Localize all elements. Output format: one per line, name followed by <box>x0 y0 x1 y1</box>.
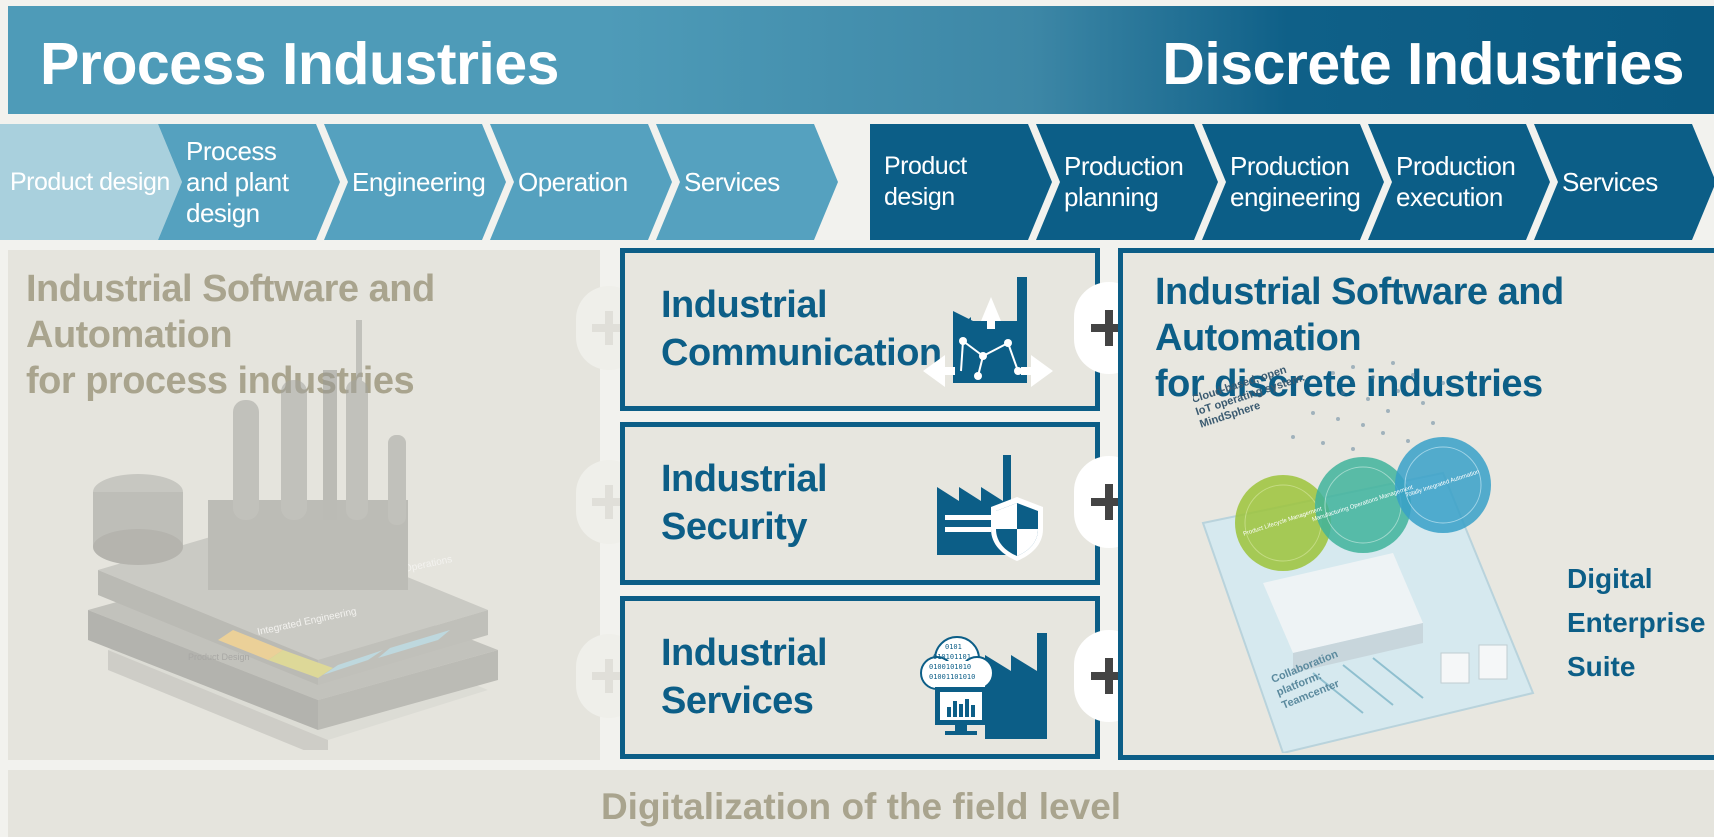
chevron-label: Product design <box>10 167 170 196</box>
label-line: Digital <box>1567 563 1653 594</box>
label-line: Enterprise <box>1567 607 1706 638</box>
chevron-label: Production execution <box>1396 151 1516 212</box>
industrial-security-title: Industrial Security <box>661 455 828 551</box>
chevron-process-product-design: Product design <box>0 124 196 240</box>
chevron-discrete-production-execution: Production execution <box>1368 124 1564 240</box>
chevron-discrete-services: Services <box>1534 124 1714 240</box>
chevron-label: Services <box>1562 166 1658 197</box>
industrial-communication-title: Industrial Communication <box>661 281 942 377</box>
industrial-services-box: Industrial Services 0101 010101101 0100101… <box>620 596 1100 759</box>
field-level-text: Digitalization of the field level <box>600 786 1122 827</box>
chevron-label: Product design <box>884 152 967 211</box>
chevron-process-services: Services <box>656 124 852 240</box>
industrial-security-box: Industrial Security <box>620 422 1100 585</box>
chevron-process-engineering: Engineering <box>324 124 520 240</box>
factory-shield-icon <box>937 455 1043 561</box>
industrial-communication-box: Industrial Communication <box>620 248 1100 411</box>
chevron-label: Process and plant design <box>186 135 289 228</box>
process-software-panel: Industrial Software and Automation for p… <box>8 250 600 760</box>
value-chain: Product design Process and plant design … <box>0 124 1714 240</box>
field-level-banner: Digitalization of the field level <box>8 770 1714 837</box>
cloud-factory-services-icon: 0101 010101101 0100101010 01001101010 <box>920 633 1047 739</box>
industrial-services-title: Industrial Services <box>661 629 828 725</box>
chevron-label: Production engineering <box>1230 151 1361 212</box>
chevron-label: Operation <box>518 166 628 197</box>
chevron-discrete-production-planning: Production planning <box>1036 124 1232 240</box>
svg-text:0100101010: 0100101010 <box>929 663 971 671</box>
title-line: for discrete industries <box>1155 363 1543 405</box>
process-software-title: Industrial Software and Automation for p… <box>26 266 600 404</box>
title-line: Industrial Software and Automation <box>1155 271 1564 359</box>
chevron-discrete-production-engineering: Production engineering <box>1202 124 1398 240</box>
svg-text:010101101: 010101101 <box>933 653 971 661</box>
title-line: Services <box>661 680 814 722</box>
digital-enterprise-suite-label: Digital Enterprise Suite <box>1567 557 1706 689</box>
digital-enterprise-illustration: Cloud-based, open IoT operating system: … <box>1193 361 1535 753</box>
svg-text:01001101010: 01001101010 <box>929 673 975 681</box>
title-line: Industrial Software and Automation <box>26 268 435 356</box>
plant-label-product-design: Product Design <box>188 652 250 662</box>
title-line: Industrial <box>661 284 828 326</box>
chevron-label: Engineering <box>352 166 486 197</box>
chevron-label: Production planning <box>1064 151 1184 212</box>
chevron-discrete-product-design: Product design <box>870 124 1066 240</box>
process-plant-illustration: Product Design Integrated Engineering In… <box>88 320 498 750</box>
discrete-industries-title: Discrete Industries <box>1162 31 1684 97</box>
title-line: Industrial <box>661 632 828 674</box>
title-line: Communication <box>661 332 942 374</box>
discrete-software-title: Industrial Software and Automation for d… <box>1155 269 1714 407</box>
process-industries-title: Process Industries <box>40 31 559 97</box>
network-factory-icon <box>923 277 1053 387</box>
chevron-process-plant-design: Process and plant design <box>158 124 354 240</box>
discrete-software-panel: Industrial Software and Automation for d… <box>1118 248 1714 760</box>
svg-text:0101: 0101 <box>945 643 962 651</box>
header-banner: Process Industries Discrete Industries <box>8 6 1714 114</box>
title-line: Industrial <box>661 458 828 500</box>
chevron-process-operation: Operation <box>490 124 686 240</box>
chevron-label: Services <box>684 166 780 197</box>
title-line: Security <box>661 506 807 548</box>
label-line: Suite <box>1567 651 1636 682</box>
